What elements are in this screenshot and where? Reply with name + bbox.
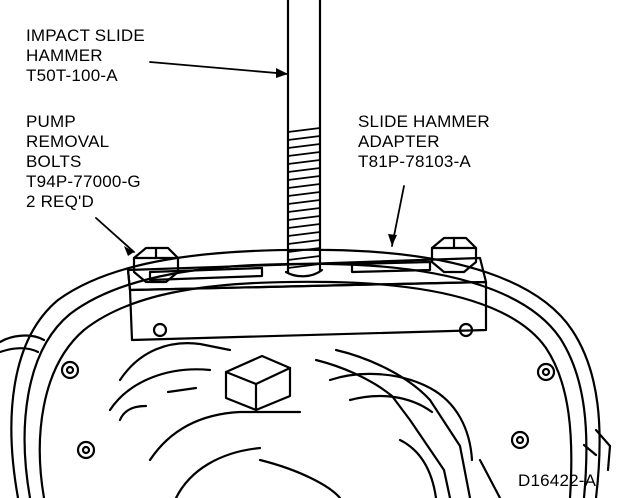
rod-threads bbox=[287, 127, 321, 269]
label-pump-removal-bolts: PUMP REMOVAL BOLTS T94P-77000-G 2 REQ'D bbox=[26, 112, 141, 212]
pump-housing bbox=[0, 248, 612, 498]
arrowhead-pump-bolts bbox=[124, 246, 134, 256]
label-slide-hammer-adapter: SLIDE HAMMER ADAPTER T81P-78103-A bbox=[358, 112, 490, 172]
label-pump-line-2: REMOVAL bbox=[26, 132, 110, 151]
pump-inner-details bbox=[108, 342, 502, 498]
label-adapter-line-3: T81P-78103-A bbox=[358, 152, 471, 171]
impact-slide-hammer-rod bbox=[284, 0, 324, 278]
label-pump-line-1: PUMP bbox=[26, 112, 76, 131]
leader-impact-hammer bbox=[149, 61, 289, 75]
arrowhead-adapter bbox=[388, 234, 397, 246]
arrowhead-impact bbox=[276, 68, 288, 78]
pump-removal-bolt-right bbox=[430, 236, 478, 274]
label-pump-line-4: T94P-77000-G bbox=[26, 172, 141, 191]
label-adapter-line-1: SLIDE HAMMER bbox=[358, 112, 490, 131]
label-impact-line-2: HAMMER bbox=[26, 46, 103, 65]
figure-id: D16422-A bbox=[518, 471, 597, 490]
label-adapter-line-2: ADAPTER bbox=[358, 132, 440, 151]
label-pump-line-3: BOLTS bbox=[26, 152, 82, 171]
leader-pump-bolts bbox=[95, 217, 135, 253]
label-pump-line-5: 2 REQ'D bbox=[26, 192, 94, 211]
slide-hammer-adapter-bar bbox=[126, 256, 488, 342]
label-impact-line-3: T50T-100-A bbox=[26, 66, 118, 85]
label-impact-line-1: IMPACT SLIDE bbox=[26, 26, 145, 45]
pump-removal-bolt-left bbox=[132, 246, 180, 284]
label-impact-slide-hammer: IMPACT SLIDE HAMMER T50T-100-A bbox=[26, 26, 145, 86]
